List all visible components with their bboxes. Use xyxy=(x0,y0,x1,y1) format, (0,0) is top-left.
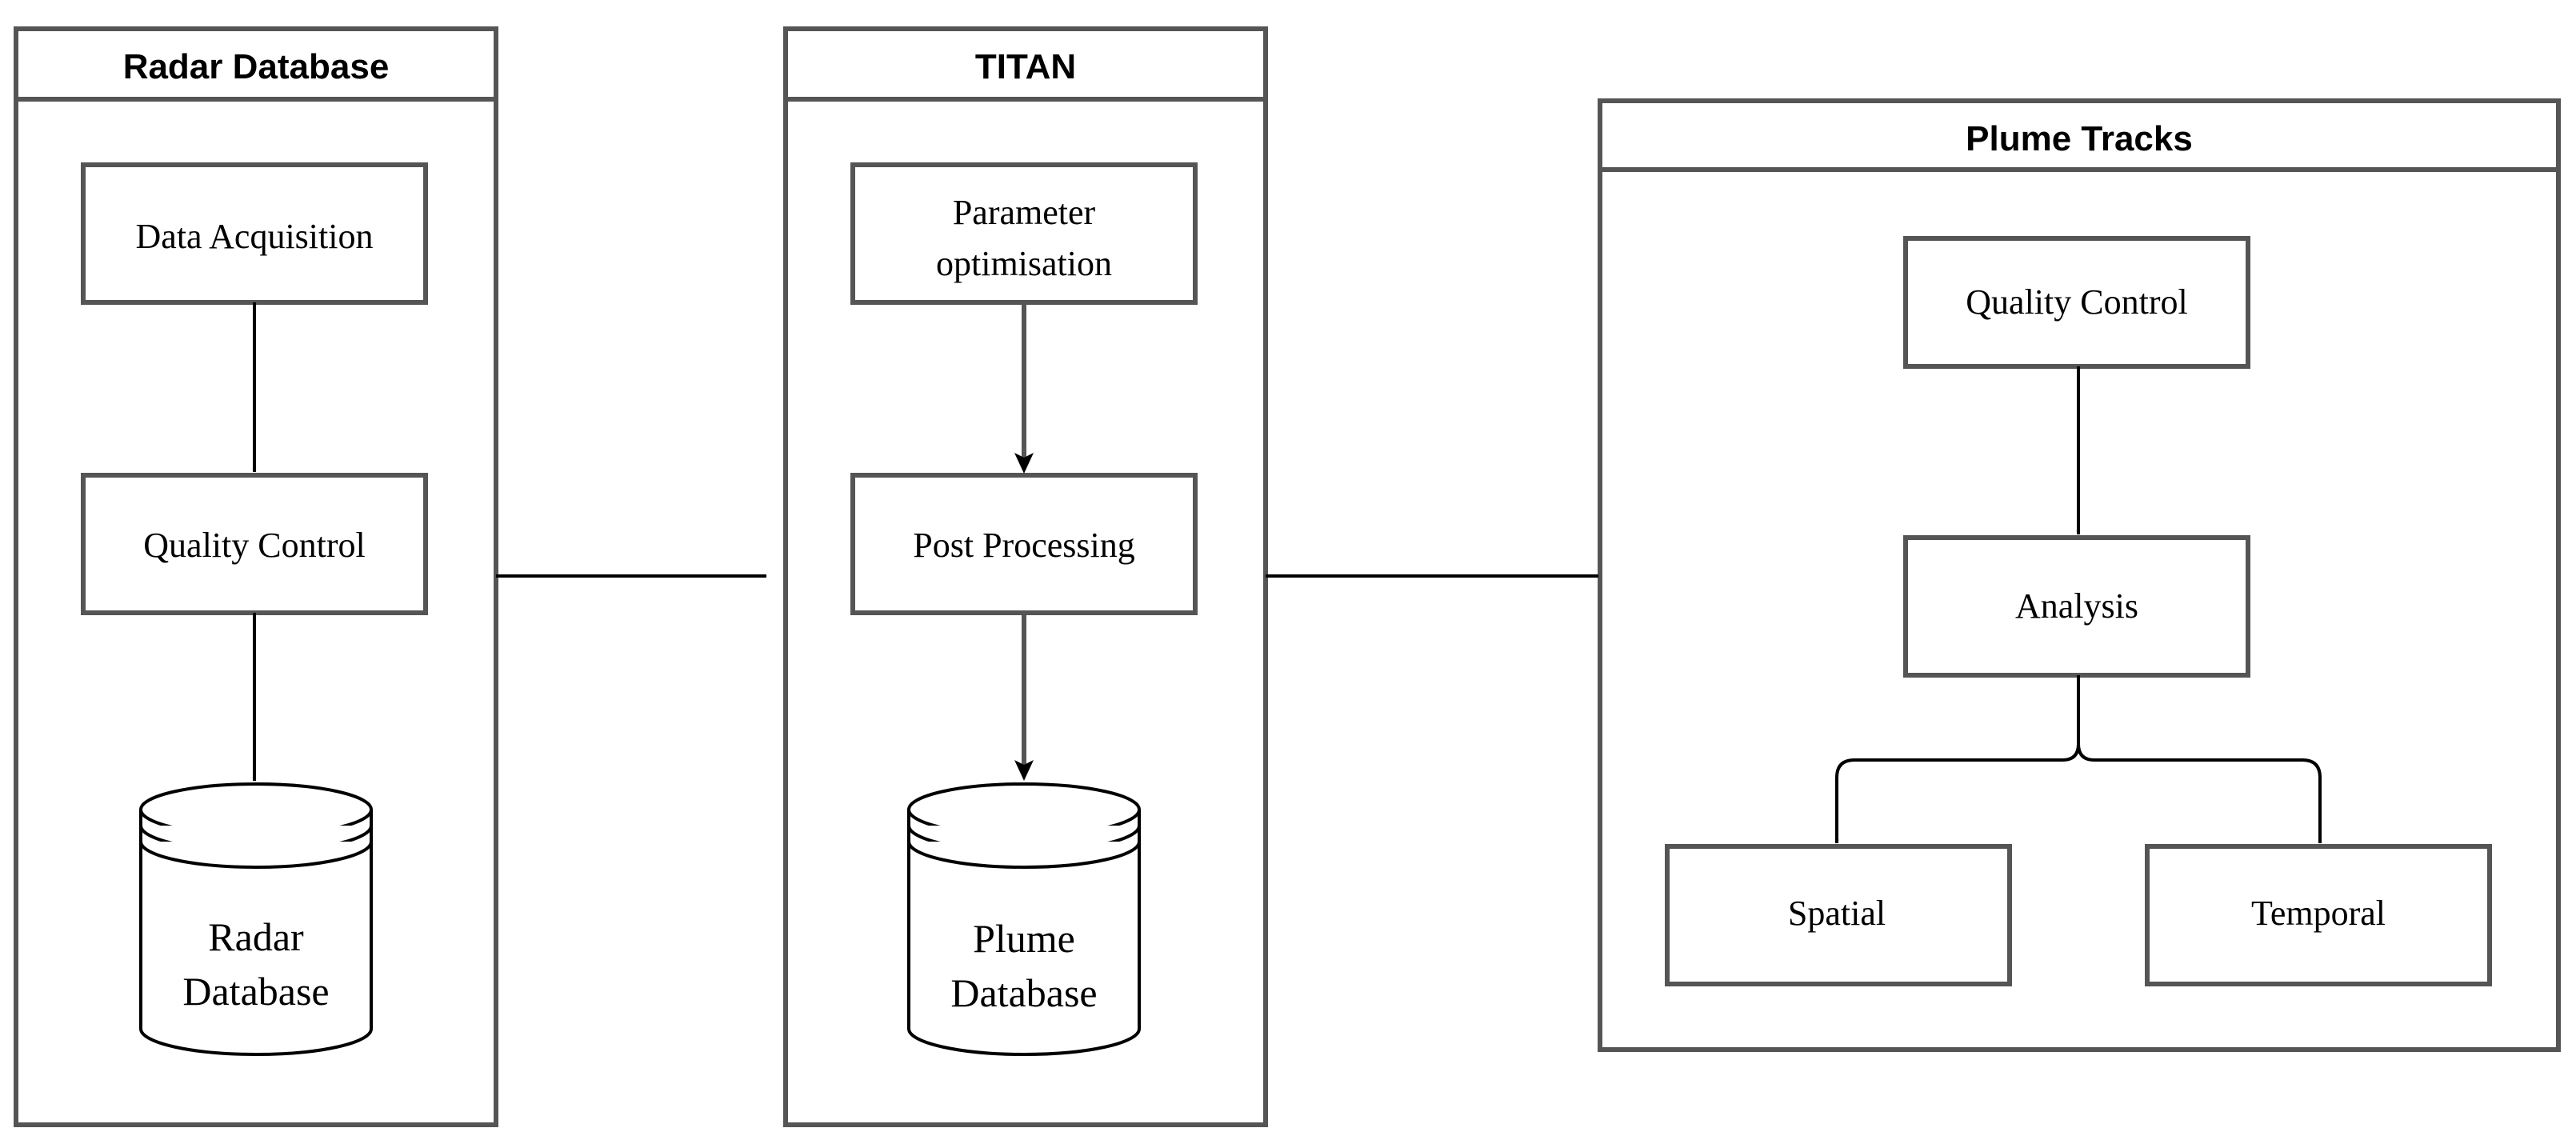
edge-analysis-to-spatial xyxy=(1834,675,2080,844)
container-title-titan: TITAN xyxy=(975,47,1076,86)
db-label-line-2: Database xyxy=(182,969,329,1014)
node-label: Data Acquisition xyxy=(136,217,374,256)
node-data-acquisition: Data Acquisition xyxy=(81,162,428,305)
node-radar-quality-control: Quality Control xyxy=(81,473,428,615)
node-label-line-1: Parameter xyxy=(953,193,1096,232)
node-label: Quality Control xyxy=(1966,282,2187,322)
db-label-line-1: Plume xyxy=(973,916,1075,961)
container-title-radar-database: Radar Database xyxy=(123,47,390,86)
node-spatial: Spatial xyxy=(1665,844,2012,986)
edge-analysis-to-temporal xyxy=(2077,743,2322,844)
node-radar-database-cylinder: Radar Database xyxy=(139,782,373,1056)
node-analysis: Analysis xyxy=(1903,535,2250,678)
edge-post-to-plume-db-head xyxy=(1014,760,1034,781)
edge-param-to-post-head xyxy=(1014,453,1034,474)
db-label-line-1: Radar xyxy=(208,914,304,959)
node-label: Spatial xyxy=(1788,894,1886,933)
node-temporal: Temporal xyxy=(2145,844,2492,986)
node-label: Analysis xyxy=(2015,586,2138,626)
node-label: Post Processing xyxy=(913,526,1134,565)
node-plume-quality-control: Quality Control xyxy=(1903,236,2250,369)
node-plume-database-cylinder: Plume Database xyxy=(907,782,1141,1056)
node-label: Quality Control xyxy=(143,526,365,565)
node-parameter-optimisation: Parameter optimisation xyxy=(850,162,1198,305)
node-label: Temporal xyxy=(2251,894,2386,933)
node-label-line-2: optimisation xyxy=(936,244,1112,283)
db-label-line-2: Database xyxy=(950,970,1097,1015)
container-title-plume-tracks: Plume Tracks xyxy=(1966,119,2193,158)
node-post-processing: Post Processing xyxy=(850,473,1198,615)
